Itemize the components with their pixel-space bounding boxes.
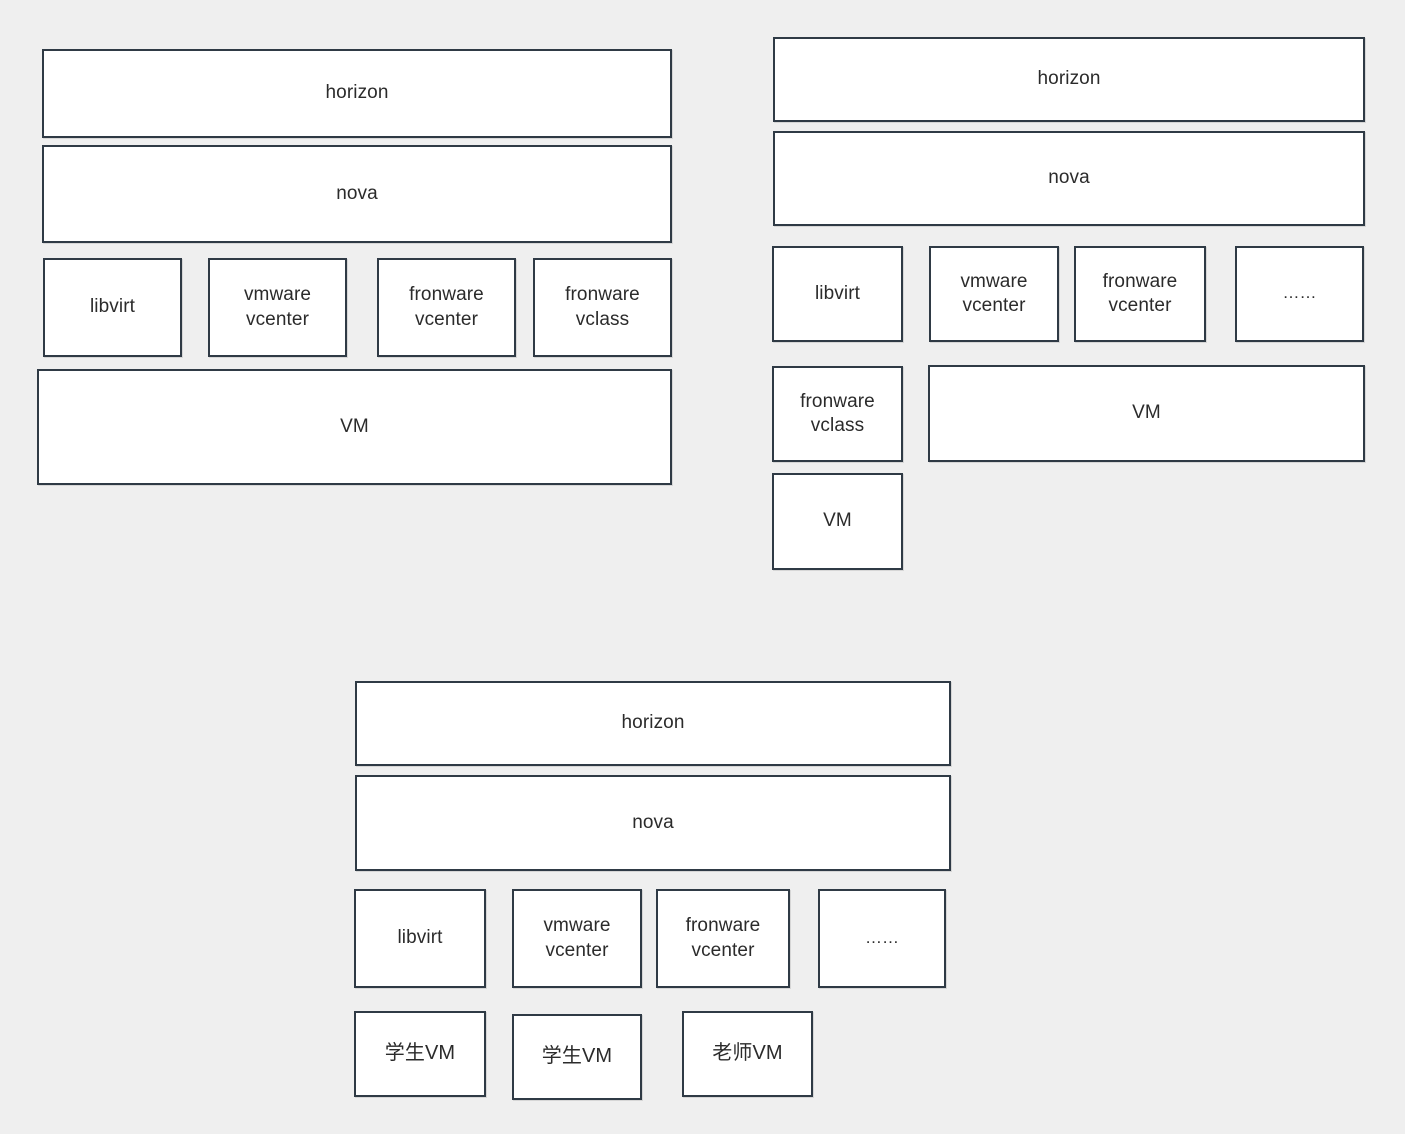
box-label: fronware vclass <box>565 284 640 330</box>
box-label: vmware vcenter <box>243 284 312 330</box>
bottom-libvirt-box: libvirt <box>354 889 486 988</box>
top-left-horizon-box: horizon <box>42 49 672 138</box>
bottom-teacher-vm-box: 老师VM <box>682 1011 813 1097</box>
top-right-nova-box: nova <box>773 131 1365 226</box>
top-right-fronware-vcenter-box: fronware vcenter <box>1074 246 1206 342</box>
box-label: 老师VM <box>712 1042 783 1065</box>
box-label: fronware vcenter <box>1102 270 1178 316</box>
bottom-nova-box: nova <box>355 775 951 871</box>
top-left-libvirt-box: libvirt <box>43 258 182 357</box>
bottom-horizon-box: horizon <box>355 681 951 766</box>
top-left-architecture-diagram: horizon nova libvirt vmware vcenter fron… <box>0 0 700 520</box>
top-left-vm-box: VM <box>37 369 672 485</box>
top-right-ellipsis-box: …… <box>1235 246 1364 342</box>
top-right-vm-wide-box: VM <box>928 365 1365 462</box>
box-label: …… <box>1282 283 1317 303</box>
bottom-student-vm-box-1: 学生VM <box>354 1011 486 1097</box>
top-left-fronware-vcenter-box: fronware vcenter <box>377 258 516 357</box>
top-right-horizon-box: horizon <box>773 37 1365 122</box>
bottom-student-vm-box-2: 学生VM <box>512 1014 642 1100</box>
box-label: libvirt <box>89 296 136 318</box>
top-right-vmware-vcenter-box: vmware vcenter <box>929 246 1059 342</box>
bottom-vmware-vcenter-box: vmware vcenter <box>512 889 642 988</box>
box-label: horizon <box>1037 68 1101 90</box>
bottom-ellipsis-box: …… <box>818 889 946 988</box>
box-label: 学生VM <box>541 1045 613 1068</box>
box-label: VM <box>823 510 852 532</box>
top-left-nova-box: nova <box>42 145 672 243</box>
box-label: 学生VM <box>384 1042 456 1065</box>
box-label: nova <box>1048 167 1090 189</box>
box-label: libvirt <box>397 927 443 949</box>
top-right-architecture-diagram: horizon nova libvirt vmware vcenter fron… <box>772 37 1365 570</box>
box-label: libvirt <box>814 282 861 304</box>
box-label: fronware vcenter <box>685 915 761 961</box>
box-label: fronware vcenter <box>409 284 484 330</box>
box-label: VM <box>1132 402 1161 424</box>
bottom-fronware-vcenter-box: fronware vcenter <box>656 889 790 988</box>
top-right-vm-small-box: VM <box>772 473 903 570</box>
box-label: nova <box>632 811 674 833</box>
top-right-fronware-vclass-box: fronware vclass <box>772 366 903 462</box>
box-label: nova <box>336 182 378 204</box>
top-left-vmware-vcenter-box: vmware vcenter <box>208 258 347 357</box>
top-right-libvirt-box: libvirt <box>772 246 903 342</box>
box-label: fronware vclass <box>800 390 875 436</box>
box-label: vmware vcenter <box>543 915 611 961</box>
box-label: horizon <box>325 82 389 104</box>
box-label: …… <box>865 927 899 947</box>
box-label: vmware vcenter <box>960 270 1028 316</box>
box-label: horizon <box>621 712 685 734</box>
box-label: VM <box>340 415 369 437</box>
top-left-fronware-vclass-box: fronware vclass <box>533 258 672 357</box>
